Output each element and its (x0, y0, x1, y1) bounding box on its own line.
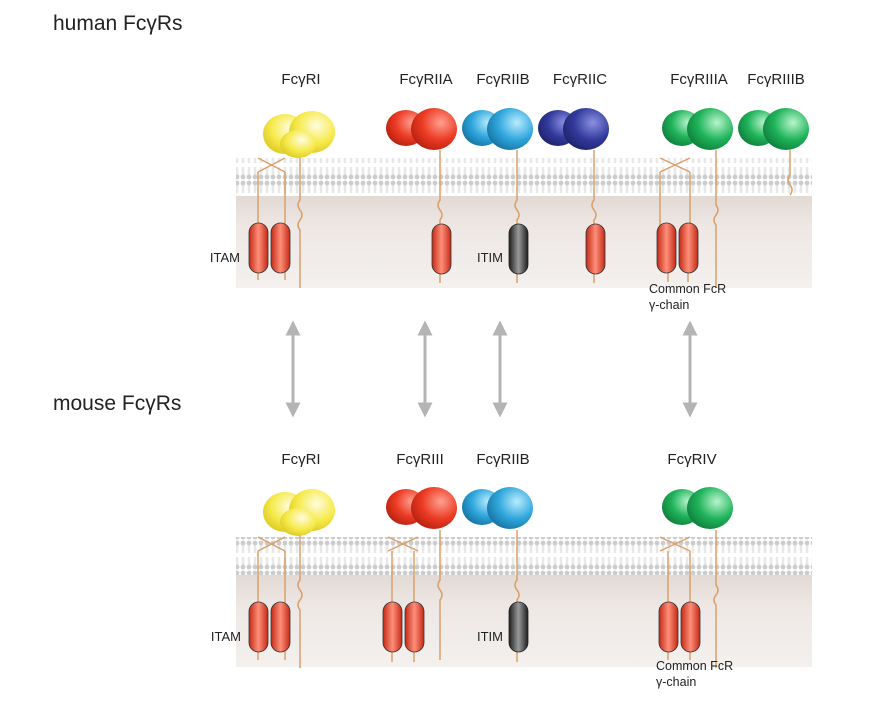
human-itim-label: ITIM (477, 250, 503, 265)
mouse-fcgriii (382, 487, 457, 662)
human-fcgriiib (738, 108, 809, 196)
ortholog-arrows (285, 320, 698, 418)
human-fcgriia (386, 108, 457, 283)
human-label-fcgri: FcγRI (281, 71, 320, 88)
human-fcgriib (462, 108, 533, 283)
human-membrane (236, 158, 812, 196)
mouse-itam-label: ITAM (211, 629, 241, 644)
human-section-title: human FcγRs (53, 12, 183, 35)
human-panel: FcγRI FcγRIIA FcγRIIB FcγRIIC FcγRIIIA F… (210, 71, 812, 312)
human-fcgriiia (656, 108, 733, 288)
human-itam-label: ITAM (210, 250, 240, 265)
mouse-fcgriib (462, 487, 533, 662)
human-label-fcgriia: FcγRIIA (399, 71, 452, 88)
human-label-fcgriic: FcγRIIC (553, 71, 607, 88)
mouse-section-title: mouse FcγRs (53, 392, 182, 415)
mouse-membrane (236, 537, 812, 575)
human-label-fcgriiib: FcγRIIIB (747, 71, 805, 88)
mouse-itim-label: ITIM (477, 629, 503, 644)
human-fcgriic (538, 108, 609, 283)
human-fcgri (248, 111, 335, 288)
mouse-label-fcgriii: FcγRIII (396, 451, 444, 468)
human-label-fcgriiia: FcγRIIIA (670, 71, 728, 88)
mouse-common-chain-label-1: Common FcR (656, 659, 733, 673)
human-common-chain-label-1: Common FcR (649, 282, 726, 296)
human-common-chain-label-2: γ-chain (649, 298, 689, 312)
mouse-label-fcgri: FcγRI (281, 451, 320, 468)
mouse-label-fcgriv: FcγRIV (667, 451, 716, 468)
mouse-fcgriv (658, 487, 733, 668)
mouse-panel: FcγRI FcγRIII FcγRIIB FcγRIV ITAM ITIM C… (211, 451, 812, 689)
human-label-fcgriib: FcγRIIB (476, 71, 529, 88)
mouse-label-fcgriib: FcγRIIB (476, 451, 529, 468)
mouse-fcgri (248, 489, 335, 668)
mouse-common-chain-label-2: γ-chain (656, 675, 696, 689)
